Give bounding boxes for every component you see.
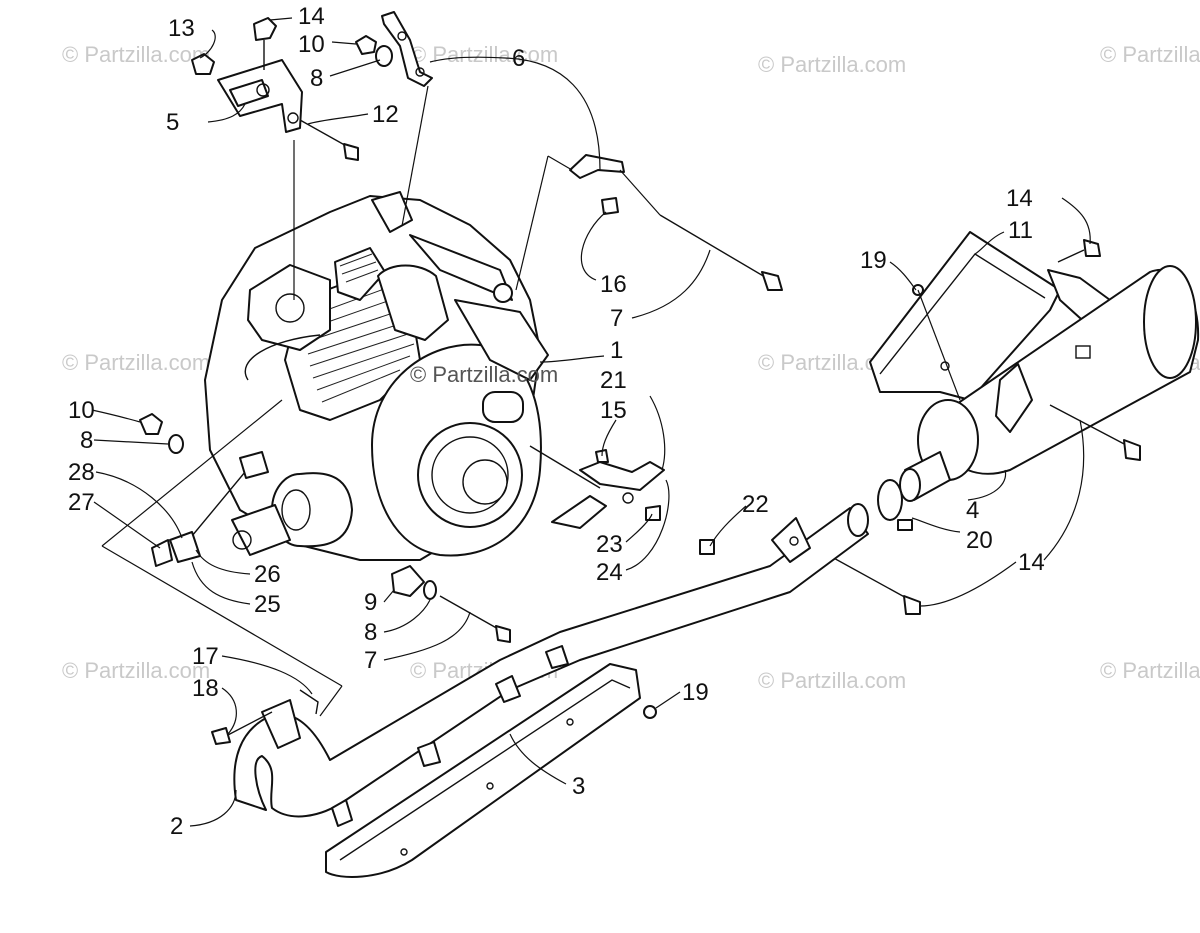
engine-assembly — [204, 191, 549, 561]
callout-1: 1 — [610, 337, 623, 364]
callout-27: 27 — [68, 489, 95, 516]
callout-26: 26 — [254, 561, 281, 588]
long-bolt-7 — [659, 214, 783, 291]
callout-10: 10 — [68, 397, 95, 424]
washer-8-left — [168, 434, 184, 454]
bolt-14-lower — [1049, 404, 1141, 461]
watermark-center: © Partzilla.com — [410, 362, 558, 387]
callout-2: 2 — [170, 813, 183, 840]
callout-7: 7 — [364, 647, 377, 674]
callout-11: 11 — [1008, 217, 1033, 244]
footrest-bracket-21 — [529, 445, 715, 555]
callout-8: 8 — [80, 427, 93, 454]
callout-25: 25 — [254, 591, 281, 618]
bolt-12 — [299, 119, 359, 161]
callout-16: 16 — [600, 271, 627, 298]
callout-14: 14 — [1018, 549, 1045, 576]
callout-22: 22 — [742, 491, 769, 518]
callout-28: 28 — [68, 459, 95, 486]
callout-19: 19 — [682, 679, 709, 706]
reference-lines — [101, 85, 961, 717]
watermark: © Partzilla.com — [1100, 42, 1200, 67]
callout-leaders — [91, 17, 1091, 827]
callout-17: 17 — [192, 643, 219, 670]
muffler-4 — [899, 265, 1200, 502]
bolt-18 — [211, 711, 273, 745]
washer-8-top — [375, 45, 393, 67]
callout-9: 9 — [364, 589, 377, 616]
callout-12: 12 — [372, 101, 399, 128]
bolt-7-lower — [439, 595, 511, 643]
callout-3: 3 — [572, 773, 585, 800]
callout-labels: 13 14 10 8 5 12 6 16 7 14 11 19 1 21 15 … — [68, 3, 1045, 840]
callout-14: 14 — [1006, 185, 1033, 212]
mount-bracket-6-lower — [569, 154, 625, 215]
callout-4: 4 — [966, 497, 979, 524]
callout-24: 24 — [596, 559, 623, 586]
nut-10-left — [139, 413, 163, 435]
watermark: © Partzilla.com — [62, 42, 210, 67]
callout-13: 13 — [168, 15, 195, 42]
watermark: © Partzilla.com — [1100, 658, 1200, 683]
callout-10: 10 — [298, 31, 325, 58]
mount-bracket-5 — [217, 59, 303, 133]
callout-19: 19 — [860, 247, 887, 274]
watermark: © Partzilla.com — [758, 668, 906, 693]
nut-13 — [191, 53, 215, 75]
bolt-14-top — [253, 17, 277, 70]
mount-bracket-6 — [381, 11, 433, 87]
screw-19-bottom — [643, 705, 657, 719]
callout-14: 14 — [298, 3, 325, 30]
spacer-9 — [391, 565, 425, 597]
callout-20: 20 — [966, 527, 993, 554]
washer-8-lower — [423, 580, 437, 600]
spring-17 — [299, 689, 319, 715]
callout-6: 6 — [512, 45, 525, 72]
callout-8: 8 — [364, 619, 377, 646]
heat-shield-3 — [325, 645, 641, 878]
watermark: © Partzilla.com — [62, 350, 210, 375]
clamp-20 — [877, 479, 913, 531]
callout-21: 21 — [600, 367, 627, 394]
callout-5: 5 — [166, 109, 179, 136]
bolt-14-right — [1057, 239, 1101, 263]
watermark: © Partzilla.com — [410, 42, 558, 67]
callout-15: 15 — [600, 397, 627, 424]
nut-10-top — [355, 35, 377, 55]
callout-8: 8 — [310, 65, 323, 92]
watermark: © Partzilla.com — [62, 658, 210, 683]
callout-18: 18 — [192, 675, 219, 702]
callout-7: 7 — [610, 305, 623, 332]
watermark: © Partzilla.com — [758, 52, 906, 77]
callout-23: 23 — [596, 531, 623, 558]
